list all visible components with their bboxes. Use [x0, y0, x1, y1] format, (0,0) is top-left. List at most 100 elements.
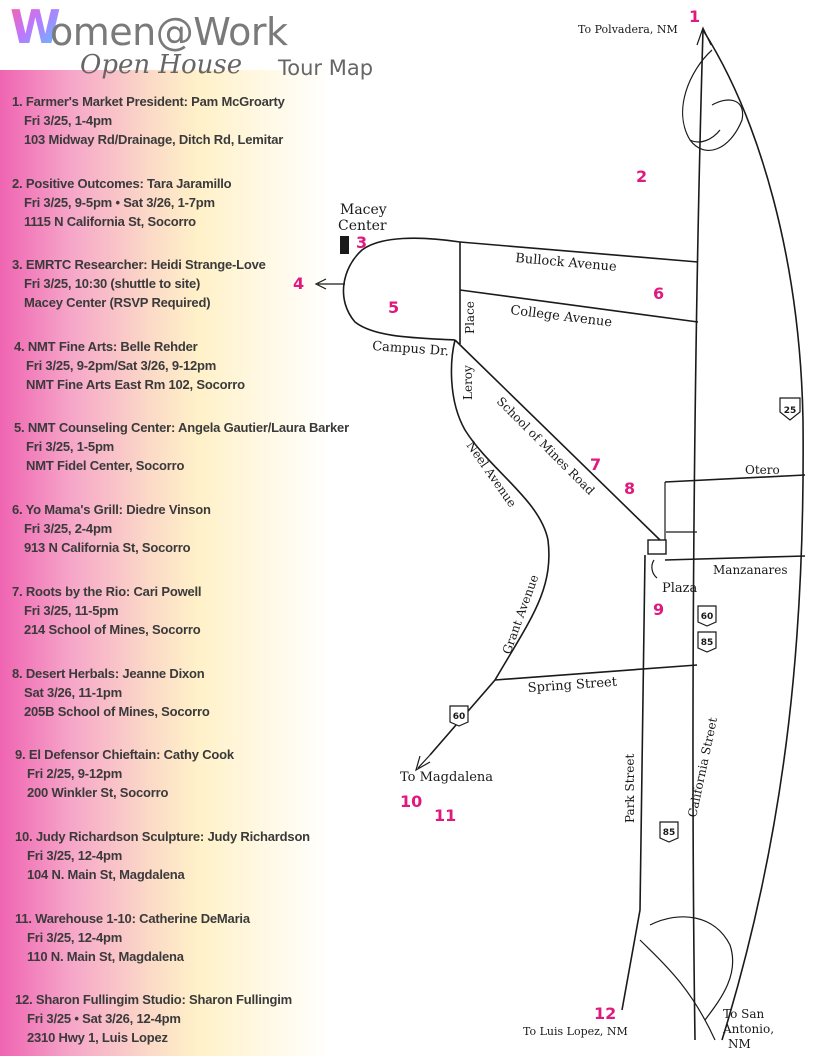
- map-number-8: 8: [624, 479, 635, 498]
- stop-7: 7. Roots by the Rio: Cari Powell Fri 3/2…: [12, 582, 342, 639]
- stop-where: 214 School of Mines, Socorro: [24, 622, 201, 637]
- north-interchange: [682, 49, 744, 151]
- label-otero: Otero: [745, 463, 780, 477]
- stop-title: 7. Roots by the Rio: Cari Powell: [12, 584, 202, 599]
- north-interchange-2: [689, 129, 721, 143]
- map-number-10: 10: [400, 792, 422, 811]
- logo-tour-map: Tour Map: [278, 56, 374, 80]
- school-of-mines-road: [454, 339, 661, 541]
- i25-top-arrow: [696, 26, 712, 46]
- label-leroy: Leroy: [461, 365, 475, 400]
- logo: W omen@Work Open House Tour Map: [10, 4, 390, 80]
- logo-w-letter: W: [10, 0, 61, 54]
- stop-title: 11. Warehouse 1-10: Catherine DeMaria: [15, 911, 250, 926]
- stop-when: Fri 3/25, 12-4pm: [27, 930, 123, 945]
- label-place: Place: [463, 301, 477, 334]
- stop-8: 8. Desert Herbals: Jeanne Dixon Sat 3/26…: [12, 664, 342, 721]
- bullock-avenue: [459, 241, 699, 263]
- label-to-luis-lopez: To Luis Lopez, NM: [523, 1025, 628, 1038]
- label-neel-avenue: Neel Avenue: [464, 439, 520, 510]
- stop-where: 103 Midway Rd/Drainage, Ditch Rd, Lemita…: [24, 132, 284, 147]
- arrow-to-4: [314, 278, 345, 290]
- stop-when: Fri 3/25 • Sat 3/26, 12-4pm: [27, 1011, 181, 1026]
- college-avenue: [459, 289, 699, 323]
- stop-12: 12. Sharon Fullingim Studio: Sharon Full…: [15, 990, 345, 1047]
- logo-open-house: Open House: [80, 50, 243, 80]
- label-to-polvadera: To Polvadera, NM: [578, 23, 678, 36]
- label-plaza: Plaza: [662, 581, 698, 596]
- stop-when: Fri 3/25, 11-5pm: [24, 603, 119, 618]
- svg-text:60: 60: [701, 612, 714, 622]
- map-number-6: 6: [653, 284, 664, 303]
- map-number-11: 11: [434, 806, 456, 825]
- sidebar-gradient: [0, 70, 330, 1056]
- stop-11: 11. Warehouse 1-10: Catherine DeMaria Fr…: [15, 909, 345, 966]
- stop-9: 9. El Defensor Chieftain: Cathy Cook Fri…: [15, 745, 345, 802]
- label-macey: Macey: [340, 202, 387, 218]
- i25-shield: 25: [779, 397, 801, 421]
- stop-3: 3. EMRTC Researcher: Heidi Strange-Love …: [12, 255, 342, 312]
- macey-center-marker: [340, 236, 349, 254]
- arrow-magdalena: [415, 754, 431, 772]
- stop-where: 200 Winkler St, Socorro: [27, 785, 169, 800]
- label-grant-avenue: Grant Avenue: [500, 573, 542, 656]
- stop-when: Fri 3/25, 9-2pm/Sat 3/26, 9-12pm: [26, 358, 217, 373]
- us60-shield-a: 60: [697, 605, 717, 627]
- neel-grant-avenue: [429, 339, 550, 756]
- stop-when: Fri 3/25, 1-5pm: [26, 439, 115, 454]
- stop-when: Fri 3/25, 1-4pm: [24, 113, 113, 128]
- label-antonio: Antonio,: [722, 1022, 774, 1036]
- map-number-4: 4: [293, 274, 304, 293]
- stop-title: 4. NMT Fine Arts: Belle Rehder: [14, 339, 198, 354]
- stop-when: Fri 2/25, 9-12pm: [27, 766, 123, 781]
- south-interchange-2: [639, 939, 716, 1041]
- campus-drive-loop: [342, 237, 461, 341]
- stop-where: 205B School of Mines, Socorro: [24, 704, 210, 719]
- map-number-1: 1: [689, 7, 700, 26]
- us60-shield-b: 60: [449, 705, 469, 727]
- svg-text:85: 85: [701, 638, 714, 648]
- stop-5: 5. NMT Counseling Center: Angela Gautier…: [14, 418, 349, 475]
- us85-shield-b: 85: [659, 821, 679, 843]
- i25-highway: [702, 29, 804, 1041]
- park-street: [621, 554, 646, 1011]
- stop-where: 2310 Hwy 1, Luis Lopez: [27, 1030, 168, 1045]
- label-california-street: California Street: [685, 716, 720, 819]
- stop-where: Macey Center (RSVP Required): [24, 295, 211, 310]
- stop-when: Sat 3/26, 11-1pm: [24, 685, 122, 700]
- stop-where: NMT Fine Arts East Rm 102, Socorro: [26, 377, 245, 392]
- us85-shield-a: 85: [697, 631, 717, 653]
- stop-where: NMT Fidel Center, Socorro: [26, 458, 185, 473]
- stop-when: Fri 3/25, 10:30 (shuttle to site): [24, 276, 201, 291]
- stop-title: 12. Sharon Fullingim Studio: Sharon Full…: [15, 992, 293, 1007]
- stop-when: Fri 3/25, 2-4pm: [24, 521, 113, 536]
- label-campus-dr: Campus Dr.: [372, 339, 450, 359]
- stop-title: 8. Desert Herbals: Jeanne Dixon: [12, 666, 205, 681]
- logo-brand: omen@Work: [50, 10, 288, 54]
- spring-street: [494, 664, 698, 681]
- i25-highway-west: [692, 29, 704, 1041]
- i25-shield-text: 25: [784, 406, 797, 416]
- map-number-9: 9: [653, 600, 664, 619]
- stop-title: 6. Yo Mama's Grill: Diedre Vinson: [12, 502, 211, 517]
- stop-when: Fri 3/25, 9-5pm • Sat 3/26, 1-7pm: [24, 195, 215, 210]
- stop-when: Fri 3/25, 12-4pm: [27, 848, 123, 863]
- label-college-avenue: College Avenue: [510, 303, 614, 330]
- stop-title: 3. EMRTC Researcher: Heidi Strange-Love: [12, 257, 266, 272]
- stop-title: 9. El Defensor Chieftain: Cathy Cook: [15, 747, 234, 762]
- stop-4: 4. NMT Fine Arts: Belle Rehder Fri 3/25,…: [14, 337, 344, 394]
- map-number-7: 7: [590, 455, 601, 474]
- manzanares-street: [664, 555, 806, 561]
- stop-title: 5. NMT Counseling Center: Angela Gautier…: [14, 420, 349, 435]
- svg-text:85: 85: [663, 828, 676, 838]
- stop-title: 1. Farmer's Market President: Pam McGroa…: [12, 94, 285, 109]
- stop-2: 2. Positive Outcomes: Tara Jaramillo Fri…: [12, 174, 342, 231]
- plaza-block: [647, 539, 667, 555]
- stop-where: 913 N California St, Socorro: [24, 540, 191, 555]
- stop-1: 1. Farmer's Market President: Pam McGroa…: [12, 92, 342, 149]
- label-center: Center: [338, 218, 387, 234]
- map-number-12: 12: [594, 1004, 616, 1023]
- stop-where: 110 N. Main St, Magdalena: [27, 949, 184, 964]
- stop-title: 2. Positive Outcomes: Tara Jaramillo: [12, 176, 232, 191]
